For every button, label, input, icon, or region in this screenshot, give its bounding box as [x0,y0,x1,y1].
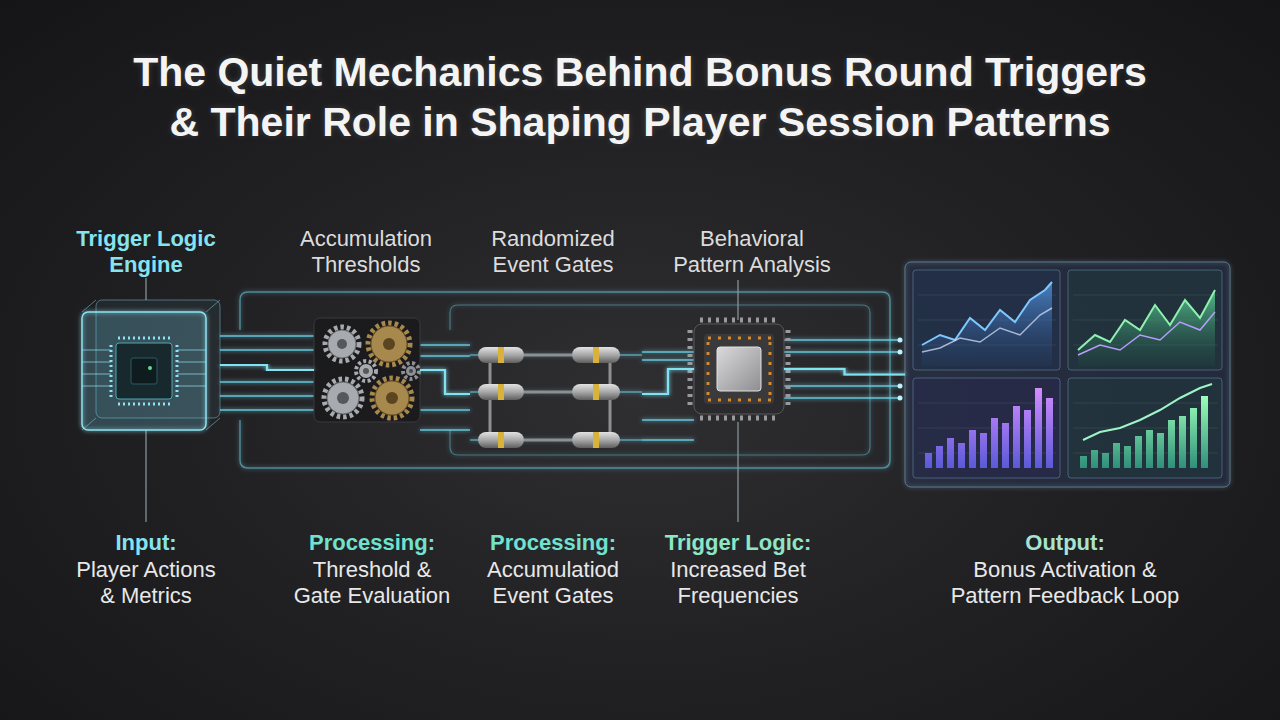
status-dot [148,366,152,370]
component-label: Randomized Event Gates [466,226,641,278]
cube-front [82,312,206,430]
wire-dot [898,396,903,401]
component-label: Accumulation Thresholds [279,226,454,278]
line-series [1078,290,1215,350]
gear-teeth [356,361,376,381]
gear-body [328,330,356,358]
chip-die [131,358,157,384]
component-node: Output:Bonus Activation & Pattern Feedba… [905,262,1230,487]
wire-trace [642,352,694,440]
stage-heading: Processing: [272,530,472,556]
wire-trace [420,345,470,430]
chip-pins [111,338,177,404]
component-node: Behavioral Pattern AnalysisTrigger Logic… [694,324,784,414]
chip-contacts [708,338,772,400]
wire-trace [470,355,642,440]
bar-series [925,388,1053,468]
stage-description: Threshold & Gate Evaluation [291,557,454,609]
area-series [922,282,1052,366]
gear-teeth [372,378,412,418]
gear-body [406,366,416,376]
gear-body [327,382,359,414]
wire-dot [898,384,903,389]
chip-die [717,347,761,391]
chip-inner [704,334,774,404]
gear-hub [337,392,349,404]
line-series [922,308,1052,352]
area-series [1078,290,1215,366]
line-series [1078,312,1215,355]
gear-hub [383,338,395,350]
circuit-loop [450,305,870,455]
stage-description: Player Actions & Metrics [71,557,221,609]
gear-hub [363,368,369,374]
leader-line [146,278,738,522]
component-label: Behavioral Pattern Analysis [665,226,840,278]
wire-trace [220,336,314,410]
gear-teeth [403,363,419,379]
gear-teeth [324,379,362,417]
wire-connector [420,370,470,394]
stage-heading: Trigger Logic: [638,530,838,556]
chip-body [694,324,784,414]
chip-pins [690,320,788,418]
component-node: Trigger Logic EngineInput:Player Actions… [82,300,220,430]
gear-hub [386,392,398,404]
line-series [1083,384,1212,440]
chip-body [116,343,172,399]
gear-hub [337,339,347,349]
stage-description: Bonus Activation & Pattern Feedback Loop [945,557,1185,609]
gate-band [498,347,599,448]
cube-edge [82,300,220,430]
circuit-loop [240,292,890,468]
stage-heading: Processing: [453,530,653,556]
line-series [922,282,1052,345]
stage-heading: Output: [945,530,1185,556]
wire-connector [220,365,314,370]
gear-housing [314,318,420,422]
gear-body [359,364,373,378]
stage-heading: Input: [46,530,246,556]
gear-body [371,326,407,362]
wire-dot [898,350,903,355]
wire-connector [642,369,694,394]
wire-dot [898,338,903,343]
gear-hub [409,369,413,373]
diagram-title: The Quiet Mechanics Behind Bonus Round T… [125,47,1155,147]
stage-description: Increased Bet Frequencies [657,557,820,609]
wire-connector [784,369,905,375]
component-label: Trigger Logic Engine [59,226,234,278]
gear-body [375,381,409,415]
dashboard-panel [905,262,1230,487]
stage-description: Accumulatiod Event Gates [472,557,635,609]
component-node: Randomized Event GatesProcessing:Accumul… [470,338,642,450]
component-node: Accumulation ThresholdsProcessing:Thresh… [314,318,420,422]
gear-teeth [325,327,359,361]
gear-teeth [368,323,410,365]
